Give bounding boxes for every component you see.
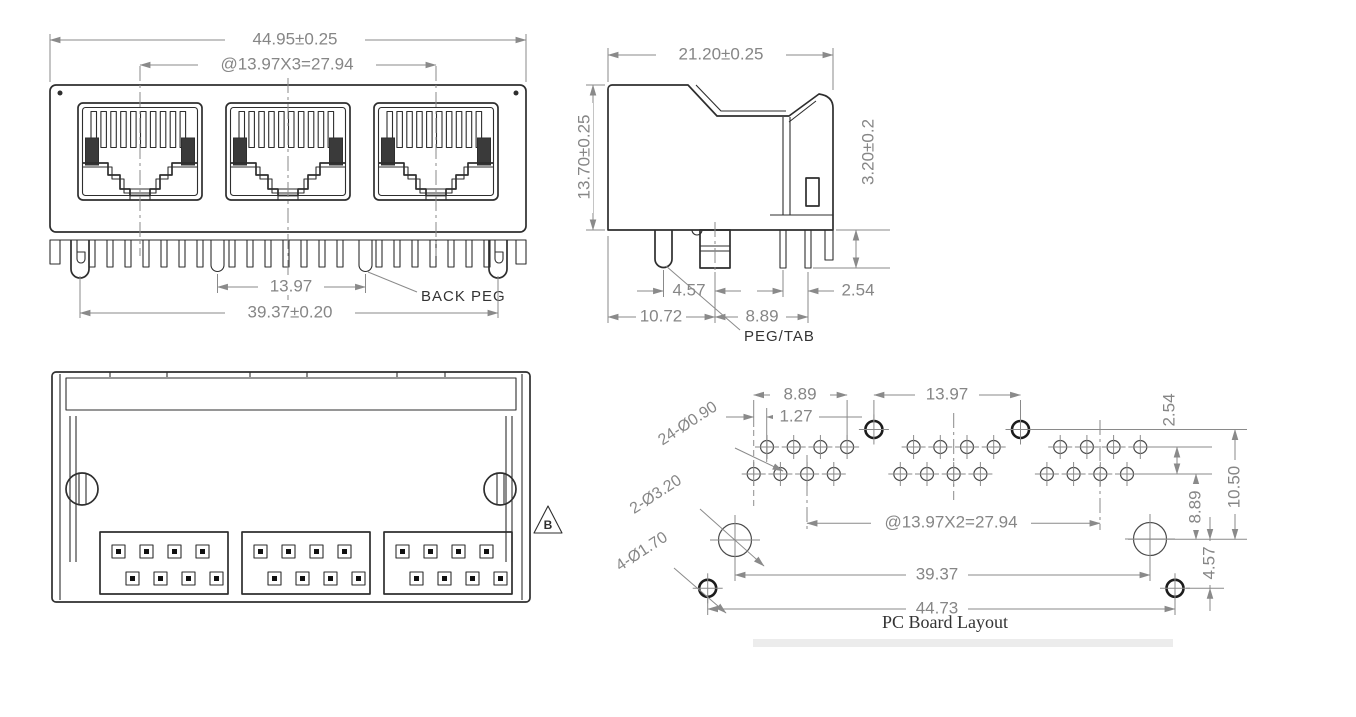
callout-big-holes: 2-Ø3.20 [627, 472, 685, 518]
dim-group-span: @13.97X2=27.94 [884, 512, 1017, 531]
dim-row-span: 8.89 [783, 384, 816, 403]
side-view: 21.20±0.25 13.70±0.25 3.20±0.2 4.57 2.54 [574, 44, 890, 345]
side-view-body [607, 84, 834, 276]
dim-height: 13.70±0.25 [574, 115, 593, 200]
revision-letter: B [544, 518, 553, 532]
dim-depth: 21.20±0.25 [679, 44, 764, 63]
pin-block-2 [242, 532, 370, 594]
side-view-dimensions: 21.20±0.25 13.70±0.25 3.20±0.2 4.57 2.54 [574, 44, 890, 345]
bottom-view: B [51, 371, 563, 603]
peg-tab-label: PEG/TAB [744, 328, 815, 345]
hole-group-1 [742, 435, 859, 486]
hole-group-3 [1035, 435, 1152, 486]
dim-pin-pitch: 2.54 [841, 280, 874, 299]
pin-block-1 [100, 532, 228, 594]
shield-hook-right [488, 240, 508, 279]
dim-peg-pitch: 13.97 [926, 384, 969, 403]
rear-shield-band [65, 377, 517, 411]
dim-pin-length: 3.20±0.2 [858, 119, 877, 185]
dim-row-to-datum: 8.89 [1185, 490, 1204, 523]
dim-mounting-span: 39.37±0.20 [248, 302, 333, 321]
side-latch-window [805, 177, 820, 207]
dim-peg-row-to-datum: 10.50 [1224, 466, 1243, 509]
front-view-dimensions: 44.95±0.25 @13.97X3=27.94 13.97 BACK PEG… [49, 29, 527, 321]
dim-row-gap: 2.54 [1159, 393, 1178, 426]
dim-back-peg-pitch: 13.97 [270, 276, 313, 295]
pcb-layout-caption: PC Board Layout [882, 612, 1008, 632]
front-contact-pins [88, 239, 491, 268]
rear-peg-right [483, 472, 517, 506]
back-peg-left [210, 240, 225, 273]
pin-block-3 [384, 532, 512, 594]
peg-hole-bottom-right [1158, 571, 1192, 605]
rear-peg-left [65, 472, 99, 506]
front-view: 44.95±0.25 @13.97X3=27.94 13.97 BACK PEG… [49, 29, 527, 321]
dim-front-to-peg: 10.72 [640, 306, 683, 325]
dim-row-offset: 1.27 [779, 406, 812, 425]
callout-pin-holes: 24-Ø0.90 [655, 398, 720, 449]
back-peg-right [358, 240, 373, 273]
dim-peg-to-solder-pin: 8.89 [745, 306, 778, 325]
pcb-layout: 8.89 13.97 1.27 2.54 8.89 10.50 [613, 384, 1247, 647]
hole-group-2 [888, 435, 1005, 486]
dim-overall-width: 44.95±0.25 [253, 29, 338, 48]
shield-hook-left [70, 240, 90, 279]
dim-port-pitch: @13.97X3=27.94 [220, 54, 353, 73]
scan-artifact-bar [753, 639, 1173, 647]
side-peg-tab [654, 230, 673, 269]
dim-overall-span: 44.73 [916, 598, 959, 617]
callout-small-holes: 4-Ø1.70 [613, 529, 671, 575]
dim-datum-to-peg: 4.57 [1199, 546, 1218, 579]
back-peg-label: BACK PEG [421, 288, 506, 305]
dim-peg-to-pin: 4.57 [672, 280, 705, 299]
revision-triangle: B [533, 505, 563, 534]
dim-mount-span: 39.37 [916, 564, 959, 583]
